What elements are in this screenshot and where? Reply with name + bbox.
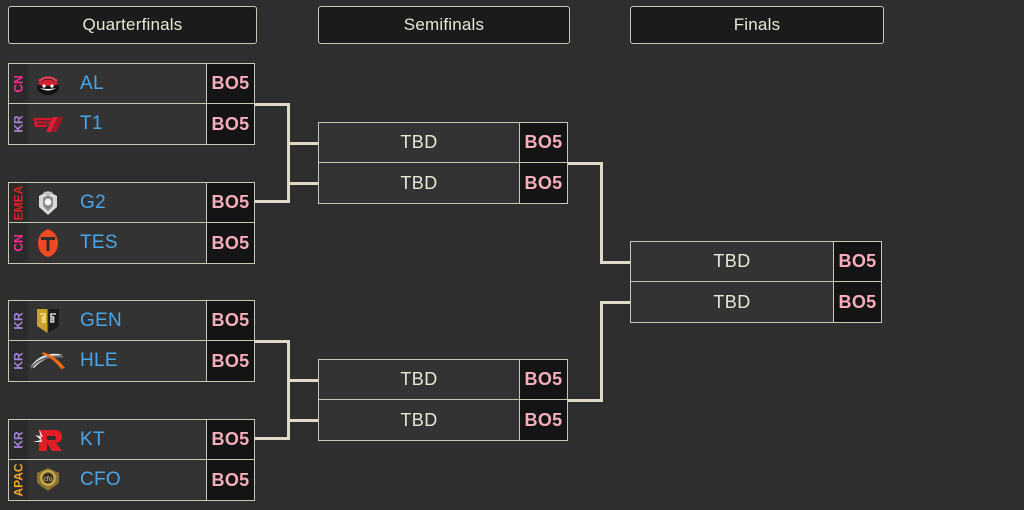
match-qf2[interactable]: EMEA G2 BO5 CN bbox=[8, 182, 255, 264]
region-label: APAC bbox=[11, 463, 26, 497]
team-name: HLE bbox=[80, 350, 118, 371]
round-header-label: Finals bbox=[733, 15, 781, 34]
region-tag: APAC bbox=[9, 460, 28, 500]
table-row[interactable]: TBD BO5 bbox=[319, 123, 567, 163]
region-tag: KR bbox=[9, 341, 28, 381]
table-row[interactable]: KR HLE BO5 bbox=[9, 341, 254, 381]
match-format-badge: BO5 bbox=[519, 123, 567, 162]
connector-qf3-qf4-vertical bbox=[287, 340, 290, 440]
round-header-label: Quarterfinals bbox=[82, 15, 183, 34]
match-qf1[interactable]: CN AL BO5 KR bbox=[8, 63, 255, 145]
match-format-badge: BO5 bbox=[206, 301, 254, 340]
connector-qf1-qf2-vertical bbox=[287, 103, 290, 203]
team-name: GEN bbox=[80, 309, 123, 331]
region-tag: EMEA bbox=[9, 183, 28, 222]
team-name: TBD bbox=[400, 172, 438, 193]
table-row[interactable]: TBD BO5 bbox=[631, 282, 881, 322]
connector-into-sf2-bottom bbox=[287, 419, 318, 422]
region-label: CN bbox=[11, 74, 26, 93]
connector-sf2-out bbox=[568, 399, 603, 402]
team-name: TBD bbox=[400, 369, 438, 389]
region-label: KR bbox=[11, 311, 26, 330]
match-format-badge: BO5 bbox=[206, 104, 254, 144]
region-tag: KR bbox=[9, 420, 28, 459]
region-label: CN bbox=[11, 234, 26, 252]
region-tag: KR bbox=[9, 301, 28, 340]
team-name: CFO bbox=[80, 469, 122, 490]
hle-logo-icon bbox=[28, 341, 68, 381]
region-label: EMEA bbox=[11, 185, 26, 220]
team-name: KT bbox=[80, 428, 105, 450]
cfo-logo-icon: cfo bbox=[28, 460, 68, 500]
table-row[interactable]: TBD BO5 bbox=[631, 242, 881, 282]
connector-sf2-finals-vertical bbox=[600, 301, 603, 401]
al-logo-icon bbox=[28, 64, 68, 103]
match-finals[interactable]: TBD BO5 TBD BO5 bbox=[630, 241, 882, 323]
connector-into-finals-bottom bbox=[600, 301, 630, 304]
svg-text:cfo: cfo bbox=[43, 476, 52, 483]
round-header-label: Semifinals bbox=[403, 15, 485, 34]
region-label: KR bbox=[11, 115, 26, 133]
connector-qf4-out bbox=[255, 437, 290, 440]
table-row[interactable]: TBD BO5 bbox=[319, 163, 567, 203]
region-tag: CN bbox=[9, 223, 28, 263]
match-qf4[interactable]: KR KT BO5 APAC cfo bbox=[8, 419, 255, 501]
match-format-badge: BO5 bbox=[206, 64, 254, 103]
match-format-badge: BO5 bbox=[206, 460, 254, 500]
connector-into-sf2-top bbox=[287, 379, 318, 382]
team-name: TBD bbox=[713, 251, 751, 271]
match-format-badge: BO5 bbox=[833, 242, 881, 281]
region-tag: KR bbox=[9, 104, 28, 144]
team-name: TBD bbox=[400, 132, 438, 152]
match-format-badge: BO5 bbox=[206, 183, 254, 222]
match-format-badge: BO5 bbox=[206, 223, 254, 263]
table-row[interactable]: KR T1 BO5 bbox=[9, 104, 254, 144]
round-header-semifinals[interactable]: Semifinals bbox=[318, 6, 570, 44]
match-format-badge: BO5 bbox=[833, 282, 881, 322]
table-row[interactable]: TBD BO5 bbox=[319, 400, 567, 440]
gen-logo-icon bbox=[28, 301, 68, 340]
match-qf3[interactable]: KR GEN BO5 KR bbox=[8, 300, 255, 382]
table-row[interactable]: CN AL BO5 bbox=[9, 64, 254, 104]
match-sf1[interactable]: TBD BO5 TBD BO5 bbox=[318, 122, 568, 204]
round-header-finals[interactable]: Finals bbox=[630, 6, 884, 44]
connector-into-sf1-top bbox=[287, 142, 318, 145]
region-label: KR bbox=[11, 352, 26, 370]
team-name: T1 bbox=[80, 113, 103, 134]
region-tag: CN bbox=[9, 64, 28, 103]
table-row[interactable]: APAC cfo CFO BO5 bbox=[9, 460, 254, 500]
region-label: KR bbox=[11, 430, 26, 449]
table-row[interactable]: EMEA G2 BO5 bbox=[9, 183, 254, 223]
match-sf2[interactable]: TBD BO5 TBD BO5 bbox=[318, 359, 568, 441]
team-name: AL bbox=[80, 72, 104, 94]
table-row[interactable]: CN TES BO5 bbox=[9, 223, 254, 263]
connector-sf1-out bbox=[568, 162, 603, 165]
table-row[interactable]: KR GEN BO5 bbox=[9, 301, 254, 341]
connector-qf3-out bbox=[255, 340, 290, 343]
tes-logo-icon bbox=[28, 223, 68, 263]
g2-logo-icon bbox=[28, 183, 68, 222]
match-format-badge: BO5 bbox=[519, 163, 567, 203]
connector-into-finals-top bbox=[600, 261, 630, 264]
match-format-badge: BO5 bbox=[519, 360, 567, 399]
t1-logo-icon bbox=[28, 104, 68, 144]
round-header-quarterfinals[interactable]: Quarterfinals bbox=[8, 6, 257, 44]
connector-qf2-out bbox=[255, 200, 290, 203]
connector-qf1-out bbox=[255, 103, 290, 106]
connector-into-sf1-bottom bbox=[287, 182, 318, 185]
table-row[interactable]: TBD BO5 bbox=[319, 360, 567, 400]
team-name: TBD bbox=[400, 409, 438, 430]
team-name: TES bbox=[80, 232, 118, 253]
table-row[interactable]: KR KT BO5 bbox=[9, 420, 254, 460]
match-format-badge: BO5 bbox=[206, 341, 254, 381]
team-name: TBD bbox=[713, 291, 751, 312]
kt-logo-icon bbox=[28, 420, 68, 459]
connector-sf1-finals-vertical bbox=[600, 162, 603, 262]
team-name: G2 bbox=[80, 191, 106, 213]
match-format-badge: BO5 bbox=[206, 420, 254, 459]
match-format-badge: BO5 bbox=[519, 400, 567, 440]
